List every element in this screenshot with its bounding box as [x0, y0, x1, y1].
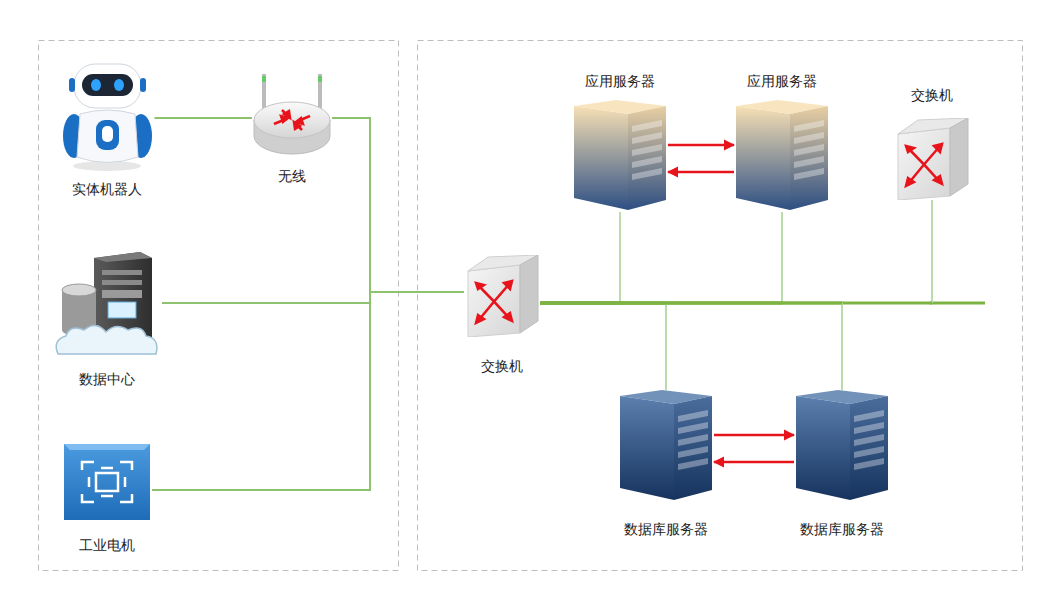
node-label: 交换机	[911, 86, 953, 104]
node-label: 应用服务器	[747, 72, 817, 90]
industrial-motor-picture	[62, 442, 152, 522]
connector-line	[841, 303, 843, 390]
connector-line	[781, 212, 783, 303]
connector	[714, 462, 794, 463]
db-server-picture	[618, 390, 714, 502]
node-label: 工业电机	[79, 536, 135, 554]
data-center-picture	[52, 250, 162, 360]
connector	[540, 303, 842, 390]
connector-line	[540, 302, 842, 305]
robot-icon-picture	[60, 62, 155, 172]
wireless-router: 无线	[252, 72, 332, 185]
connector-line	[931, 200, 933, 303]
wireless-router-picture	[252, 72, 332, 157]
robot-icon: 实体机器人	[60, 62, 155, 198]
connector-line	[714, 461, 794, 464]
connector-line	[665, 303, 667, 390]
connector	[540, 212, 620, 303]
node-label: 数据库服务器	[624, 520, 708, 538]
network-switch-picture	[464, 255, 540, 337]
db-server: 数据库服务器	[794, 390, 890, 538]
node-label: 应用服务器	[585, 72, 655, 90]
connector-line	[714, 434, 794, 437]
connector	[540, 200, 932, 303]
connector	[714, 435, 794, 436]
app-server-picture	[572, 100, 668, 212]
node-label: 交换机	[481, 357, 523, 375]
industrial-motor: 工业电机	[62, 442, 152, 554]
connector	[152, 292, 464, 490]
connector-line	[332, 118, 464, 292]
node-label: 无线	[278, 167, 306, 185]
network-switch: 交换机	[464, 255, 540, 375]
connector	[155, 118, 253, 119]
db-server: 数据库服务器	[618, 390, 714, 538]
connector-line	[619, 212, 621, 303]
connector-line	[162, 292, 464, 303]
app-server: 应用服务器	[572, 72, 668, 212]
connector	[332, 118, 464, 292]
data-center: 数据中心	[52, 250, 162, 388]
connector	[162, 292, 464, 303]
app-server-picture	[734, 100, 830, 212]
connector-line	[540, 302, 932, 305]
node-label: 数据中心	[79, 370, 135, 388]
connector-line	[668, 144, 734, 147]
connector-line	[668, 171, 734, 174]
bus-tail	[930, 302, 985, 305]
node-label: 数据库服务器	[800, 520, 884, 538]
connector	[668, 172, 734, 173]
node-label: 实体机器人	[72, 180, 142, 198]
connector	[668, 145, 734, 146]
network-switch: 交换机	[894, 86, 970, 200]
db-server-picture	[794, 390, 890, 502]
right-region	[418, 41, 1023, 571]
connector-line	[152, 292, 464, 490]
app-server: 应用服务器	[734, 72, 830, 212]
connector	[540, 212, 782, 303]
connector-line	[155, 117, 253, 119]
network-switch-picture	[894, 118, 970, 200]
connector	[540, 303, 666, 390]
